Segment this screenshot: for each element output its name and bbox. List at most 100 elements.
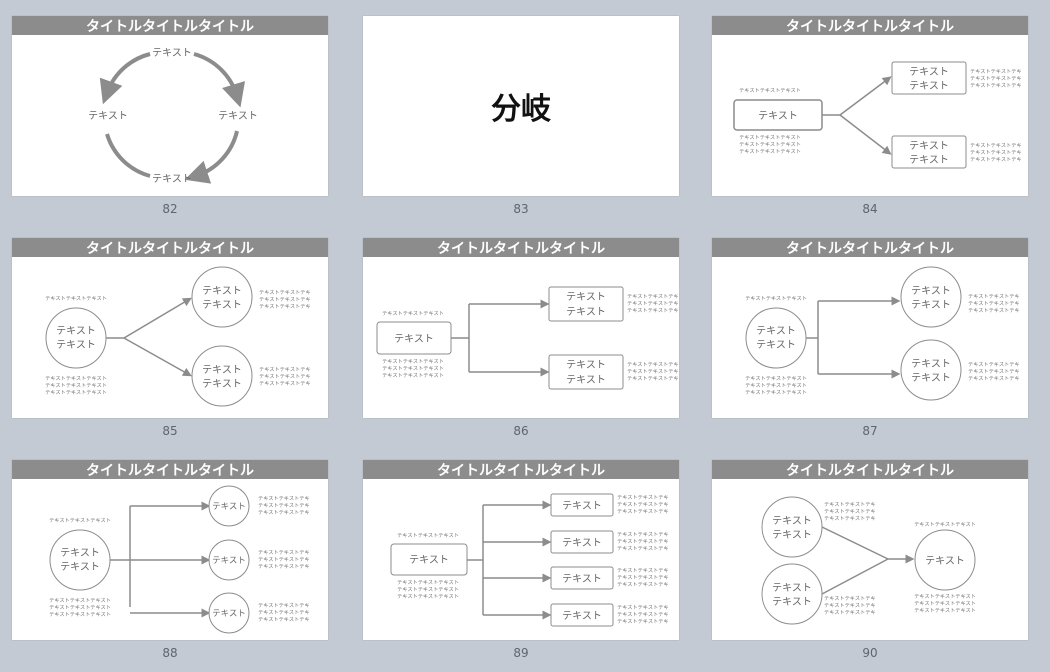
title-bar <box>363 460 679 479</box>
note-line: テキストテキストテキ <box>968 293 1020 300</box>
note-line: テキストテキストテキ <box>970 156 1022 163</box>
title-bar <box>712 460 1028 479</box>
branch-arrow-bottom <box>839 114 892 155</box>
slide-thumbnail-83[interactable]: 分岐 83 <box>363 16 679 228</box>
slide-thumbnail-87[interactable]: タイトルタイトルタイトル テキストテキストテキスト テキスト テキスト テキスト… <box>712 238 1028 450</box>
note-line: テキストテキストテキスト <box>745 382 807 389</box>
note-line: テキストテキストテキスト <box>45 389 107 396</box>
target-label: テキスト <box>566 292 606 303</box>
source-circle-top <box>761 496 823 558</box>
title-bar <box>712 238 1028 257</box>
note-line: テキストテキストテキスト <box>914 607 976 614</box>
note-line: テキストテキストテキ <box>617 611 669 618</box>
branch-diagram: タイトルタイトルタイトル テキストテキストテキスト テキスト テキストテキストテ… <box>363 460 679 627</box>
slide-title: タイトルタイトルタイトル <box>437 463 605 479</box>
note-line: テキストテキストテキ <box>970 149 1022 156</box>
source-box-label: テキスト <box>394 334 434 345</box>
note-line: テキストテキストテキ <box>617 574 669 581</box>
cycle-label-right: テキスト <box>218 111 258 122</box>
slide-number: 90 <box>862 646 878 660</box>
note-line: テキストテキストテキ <box>627 368 679 375</box>
note-line: テキストテキストテキ <box>617 508 669 515</box>
note-line: テキストテキストテキ <box>968 375 1020 382</box>
note-line: テキストテキストテキ <box>617 501 669 508</box>
caption: テキストテキストテキスト <box>382 310 444 317</box>
note-line: テキストテキストテキ <box>259 373 311 380</box>
note-line: テキストテキストテキ <box>627 307 679 314</box>
note-line: テキストテキストテキスト <box>914 600 976 607</box>
note-line: テキストテキストテキ <box>617 538 669 545</box>
note-line: テキストテキストテキ <box>259 366 311 373</box>
note-line: テキストテキストテキ <box>259 289 311 296</box>
note-line: テキストテキストテキ <box>617 618 669 625</box>
slide-number: 87 <box>862 424 878 438</box>
source-circle <box>49 529 111 591</box>
note-line: テキストテキストテキスト <box>382 358 444 365</box>
note-line: テキストテキストテキスト <box>745 375 807 382</box>
slide-thumbnail-84[interactable]: タイトルタイトルタイトル テキストテキストテキスト テキスト テキストテキストテ… <box>712 16 1028 228</box>
target-label: テキスト <box>566 360 606 371</box>
note-line: テキストテキストテキ <box>617 531 669 538</box>
target-circle-top <box>900 266 962 328</box>
note-line: テキストテキストテキ <box>258 602 310 609</box>
target-circle <box>208 592 250 634</box>
source-box-label: テキスト <box>758 111 798 122</box>
target-label: テキスト <box>911 373 951 384</box>
slide-title: タイトルタイトルタイトル <box>786 19 954 35</box>
slide-thumbnail-90[interactable]: タイトルタイトルタイトル テキスト テキスト テキスト テキスト テキストテキス… <box>712 460 1028 672</box>
target-label: テキスト <box>562 574 602 585</box>
note-line: テキストテキストテキスト <box>49 604 111 611</box>
slide-number: 84 <box>862 202 878 216</box>
target-box-top <box>548 286 624 322</box>
slide-thumbnail-86[interactable]: タイトルタイトルタイトル テキストテキストテキスト テキスト テキストテキストテ… <box>363 238 679 450</box>
slide-canvas: タイトルタイトルタイトル テキストテキストテキスト テキスト テキスト テキスト… <box>712 238 1028 418</box>
slide-canvas: タイトルタイトルタイトル テキストテキストテキスト テキスト テキスト テキスト… <box>12 460 328 640</box>
target-circle <box>208 539 250 581</box>
caption: テキストテキストテキスト <box>914 521 976 528</box>
note-line: テキストテキストテキ <box>258 509 310 516</box>
target-label: テキスト <box>911 300 951 311</box>
target-label: テキスト <box>202 379 242 390</box>
note-line: テキストテキストテキ <box>824 609 876 616</box>
note-line: テキストテキストテキスト <box>382 365 444 372</box>
slide-number: 82 <box>162 202 178 216</box>
target-label: テキスト <box>202 286 242 297</box>
slide-canvas: タイトルタイトルタイトル テキストテキストテキスト テキスト テキストテキストテ… <box>712 16 1028 196</box>
note-line: テキストテキストテキ <box>258 563 310 570</box>
target-circle <box>914 529 976 591</box>
slide-title: タイトルタイトルタイトル <box>86 19 254 35</box>
note-line: テキストテキストテキ <box>824 595 876 602</box>
note-line: テキストテキストテキ <box>617 545 669 552</box>
slide-thumbnail-88[interactable]: タイトルタイトルタイトル テキストテキストテキスト テキスト テキスト テキスト… <box>12 460 328 672</box>
cycle-diagram: タイトルタイトルタイトル テキスト テキスト テキスト テキスト <box>12 16 328 185</box>
note-line: テキストテキストテキ <box>968 361 1020 368</box>
target-label: テキスト <box>212 609 246 619</box>
note-line: テキストテキストテキ <box>970 75 1022 82</box>
slide-thumbnail-89[interactable]: タイトルタイトルタイトル テキストテキストテキスト テキスト テキストテキストテ… <box>363 460 679 672</box>
slide-canvas: タイトルタイトルタイトル テキストテキストテキスト テキスト テキストテキストテ… <box>363 460 679 640</box>
note-line: テキストテキストテキ <box>824 515 876 522</box>
target-box <box>550 530 614 554</box>
slide-thumbnail-82[interactable]: タイトルタイトルタイトル テキスト テキスト テキスト テキスト 82 <box>12 16 328 228</box>
target-box-bottom <box>548 354 624 390</box>
cycle-arrow-top-left <box>99 52 151 105</box>
note-line: テキストテキストテキスト <box>49 597 111 604</box>
source-label: テキスト <box>772 516 812 527</box>
source-circle <box>745 307 807 369</box>
note-line: テキストテキストテキ <box>970 142 1022 149</box>
note-line: テキストテキストテキスト <box>739 134 801 141</box>
merge-line-bottom <box>821 558 889 595</box>
slide-thumbnail-85[interactable]: タイトルタイトルタイトル テキストテキストテキスト テキスト テキスト テキスト… <box>12 238 328 450</box>
title-bar <box>12 460 328 479</box>
note-line: テキストテキストテキスト <box>49 611 111 618</box>
target-circle-bottom <box>900 339 962 401</box>
note-line: テキストテキストテキ <box>627 300 679 307</box>
target-box <box>550 493 614 517</box>
source-label: テキスト <box>60 562 100 573</box>
target-label: テキスト <box>202 365 242 376</box>
branch-diagram: タイトルタイトルタイトル テキストテキストテキスト テキスト テキストテキストテ… <box>712 16 1028 169</box>
branch-diagram: タイトルタイトルタイトル テキストテキストテキスト テキスト テキスト テキスト… <box>12 238 328 407</box>
note-line: テキストテキストテキ <box>968 368 1020 375</box>
slide-number: 88 <box>162 646 178 660</box>
branch-arrow-top <box>839 76 892 116</box>
